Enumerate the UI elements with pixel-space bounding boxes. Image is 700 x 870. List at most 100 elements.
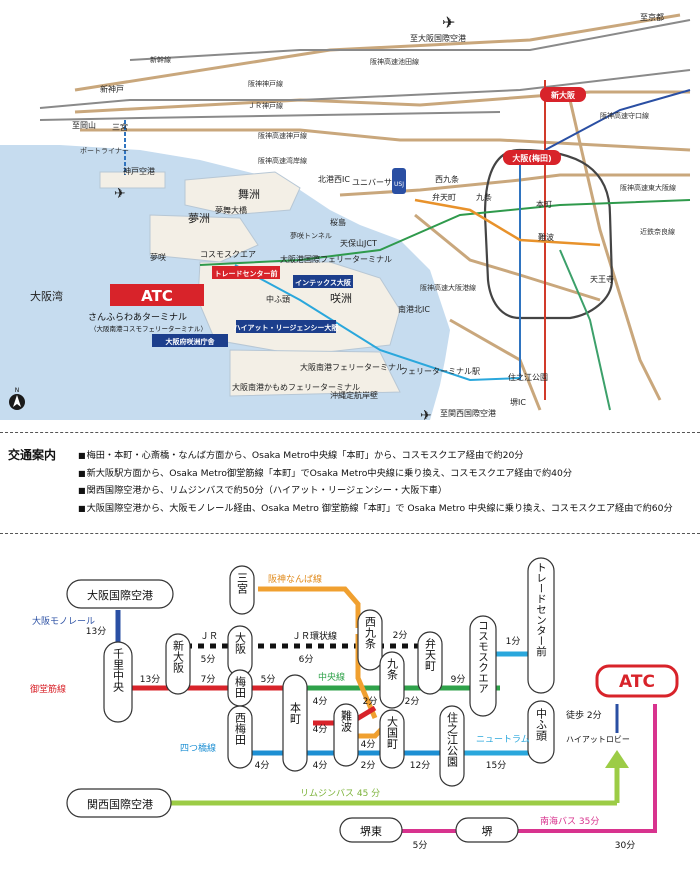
label-osaka-bay: 大阪湾: [30, 289, 63, 303]
station-kix-label: 関西国際空港: [87, 797, 153, 811]
label-jr-kobe: ＪＲ神戸線: [248, 101, 283, 110]
station-sakai[interactable]: [455, 817, 519, 843]
sunflower-label: さんふらわあターミナル: [88, 312, 187, 323]
station-cosmo[interactable]: [469, 615, 497, 717]
station-nishikujo[interactable]: [357, 609, 383, 671]
time-honmachi-namba: 4分: [313, 724, 328, 735]
station-osaka-label: 大阪: [234, 631, 247, 655]
access-item: 新大阪駅方面から、Osaka Metro御堂筋線「本町」でOsaka Metro…: [78, 465, 673, 483]
hyatt-lobby-label: ハイアットロビー: [566, 735, 630, 744]
station-suminoe[interactable]: [439, 705, 465, 787]
station-trade[interactable]: [527, 557, 555, 694]
usj-label: USJ: [394, 181, 404, 188]
time-chuo-2: 2分: [405, 696, 420, 707]
label-nankoguchi: 南港北IC: [398, 304, 430, 314]
station-nishiumeda[interactable]: [227, 705, 253, 769]
label-sakishima: 咲洲: [330, 291, 352, 305]
airplane-icon: ✈: [114, 186, 126, 202]
station-daikokucho[interactable]: [379, 709, 405, 769]
atc-map-label: ATC: [141, 287, 173, 305]
station-nakafuto[interactable]: [527, 700, 555, 764]
label-hanshin-ikeda: 阪神高速池田線: [370, 57, 419, 66]
intex-label: インテックス大阪: [295, 278, 352, 287]
station-senri[interactable]: [103, 641, 133, 723]
atc-destination[interactable]: ATC: [595, 664, 679, 698]
station-bentencho[interactable]: [417, 631, 443, 695]
station-honmachi[interactable]: [282, 674, 308, 772]
time-monorail: 13分: [86, 626, 106, 637]
label-okayama: 至岡山: [72, 120, 96, 130]
label-itami-to: 至大阪国際空港: [410, 33, 466, 43]
osaka-umeda-badge: 大阪(梅田): [503, 150, 561, 165]
label-tenpozan: 天保山JCT: [340, 238, 377, 248]
label-nakafuto: 中ふ頭: [266, 294, 290, 304]
label-kyoto: 至京都: [640, 12, 664, 22]
access-list: 梅田・本町・心斎橋・なんば方面から、Osaka Metro中央線「本町」から、コ…: [78, 447, 673, 517]
label-bentencho: 弁天町: [432, 192, 456, 202]
label-kintetsu-nara: 近鉄奈良線: [640, 227, 675, 236]
hanshin-namba-map: [414, 198, 601, 247]
label-maishima: 舞洲: [238, 188, 260, 201]
station-sannomiya[interactable]: [229, 565, 255, 615]
compass-icon: N: [9, 387, 25, 410]
time-midosuji-2: 7分: [201, 674, 216, 685]
atc-map-badge: ATC: [110, 284, 204, 306]
hyatt-label: ハイアット・リージェンシー大阪: [234, 323, 340, 332]
new-tram-label: ニュートラム: [476, 734, 530, 745]
label-cosmo-square: コスモスクエア: [200, 250, 256, 259]
station-sakaihigashi-label: 堺東: [360, 825, 382, 838]
label-port-liner: ポートライナー: [80, 147, 129, 155]
station-trade-label: トレードセンター前: [535, 562, 547, 657]
label-shin-kobe: 新神戸: [100, 84, 124, 94]
label-namba: 難波: [538, 232, 554, 242]
monorail-label: 大阪モノレール: [32, 615, 95, 627]
station-nishiumeda-label: 西梅田: [234, 712, 247, 745]
arrow-up-icon: [605, 750, 629, 768]
label-kamome-ferry: 大阪南港かもめフェリーターミナル: [232, 382, 360, 392]
yumeshima-island: [149, 214, 259, 263]
nankai-map: [559, 249, 611, 411]
station-kujo-label: 九条: [386, 658, 399, 680]
chuo-line-map: [199, 199, 691, 266]
label-hanshin-osaka-port: 阪神高速大阪港線: [420, 283, 476, 292]
time-chuo-3: 9分: [451, 674, 466, 685]
time-new-tram: 15分: [486, 760, 506, 771]
compass-letter: N: [15, 387, 20, 394]
label-honmachi: 本町: [536, 199, 552, 209]
time-sakai: 5分: [413, 840, 428, 851]
station-shinosaka[interactable]: [165, 633, 191, 695]
label-sakai-ic: 堺IC: [510, 397, 526, 407]
nanko-south: [229, 349, 401, 397]
station-kujo[interactable]: [379, 651, 405, 709]
time-jr-2: 2分: [393, 630, 408, 641]
time-midosuji-3: 5分: [261, 674, 276, 685]
station-sakaihigashi[interactable]: [339, 817, 403, 843]
hanshin-namba-label: 阪神なんば線: [268, 573, 322, 585]
station-senri-label: 千里中央: [112, 648, 125, 693]
access-item: 大阪国際空港から、大阪モノレール経由、Osaka Metro 御堂筋線「本町」で…: [78, 500, 673, 518]
kobe-airport-island: [99, 171, 166, 189]
keihan-map: [544, 89, 691, 151]
label-kix-to: 至関西国際空港: [440, 408, 496, 418]
station-kix[interactable]: [66, 788, 172, 818]
label-hanshin-expressway: 阪神高速神戸線: [258, 131, 307, 140]
yotsubashi-label: 四つ橋線: [180, 742, 216, 754]
label-shinkansen: 新幹線: [150, 55, 171, 64]
label-tennoji: 天王寺: [590, 275, 614, 284]
atc-label: ATC: [619, 672, 655, 692]
route-times: 13分 13分 7分 5分 5分 6分 2分 4分 2分 9分 4分 2分 4分…: [86, 626, 635, 851]
airplane-icons: ✈ ✈ ✈: [114, 13, 455, 424]
station-itami[interactable]: [66, 579, 174, 609]
time-cosmo-trade: 1分: [506, 636, 521, 647]
station-namba[interactable]: [333, 703, 359, 767]
label-yumesaki-tunnel: 夢咲トンネル: [290, 231, 332, 240]
hanshin-namba-line: [258, 586, 361, 628]
station-shinosaka-label: 新大阪: [172, 639, 185, 674]
divider-bottom: [0, 533, 700, 534]
airplane-icon: ✈: [442, 13, 455, 32]
chuo-label: 中央線: [318, 671, 345, 683]
station-bentencho-label: 弁天町: [424, 637, 437, 671]
station-sakai-label: 堺: [482, 825, 493, 838]
time-yotsubashi-4: 12分: [410, 760, 430, 771]
station-names-horizontal: 大阪国際空港 関西国際空港 堺東 堺: [87, 588, 493, 838]
